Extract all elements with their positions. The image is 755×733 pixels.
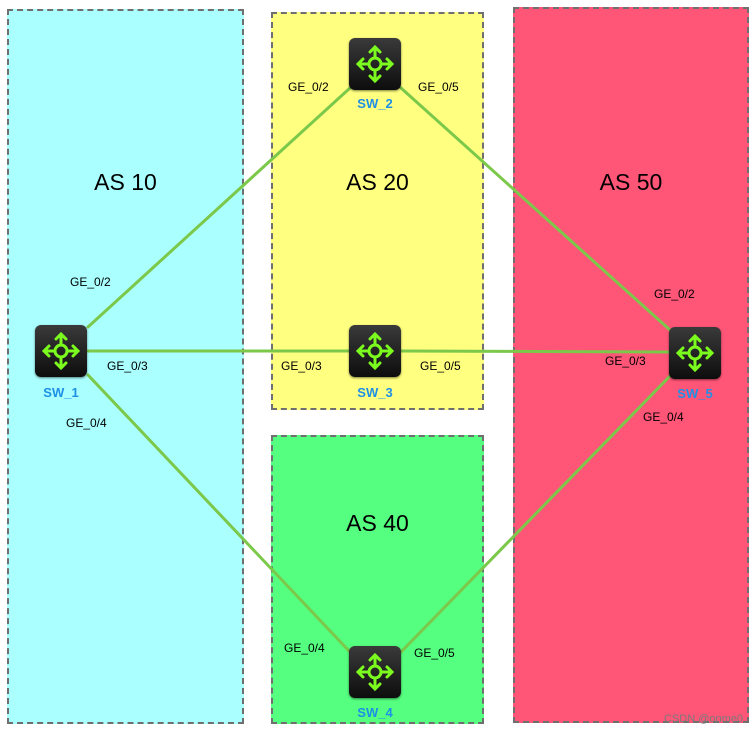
zone-as40-title: AS 40 — [346, 510, 409, 536]
switch-sw3-label: SW_3 — [357, 385, 393, 400]
switch-sw3[interactable] — [349, 325, 401, 377]
switch-sw2-label: SW_2 — [357, 96, 393, 111]
zone-as10-title: AS 10 — [94, 169, 157, 195]
zone-as50-title: AS 50 — [599, 169, 663, 195]
switch-sw5[interactable] — [669, 327, 721, 379]
router-icon — [675, 333, 715, 373]
link-sw1-sw4 — [86, 373, 352, 654]
port-sw5-ge02: GE_0/2 — [654, 287, 695, 301]
link-sw3-sw5 — [399, 349, 672, 354]
switch-sw2[interactable] — [349, 38, 401, 90]
port-sw4-ge04: GE_0/4 — [284, 641, 325, 655]
port-sw3-ge05: GE_0/5 — [420, 359, 461, 373]
port-sw1-ge04: GE_0/4 — [66, 416, 107, 430]
port-sw5-ge03: GE_0/3 — [605, 354, 646, 368]
zone-as20-title: AS 20 — [346, 169, 409, 195]
port-sw2-ge05: GE_0/5 — [418, 80, 459, 94]
router-icon — [41, 331, 81, 371]
port-sw3-ge03: GE_0/3 — [281, 359, 322, 373]
watermark: CSDN @onme0 — [663, 713, 743, 725]
port-sw1-ge02: GE_0/2 — [70, 275, 111, 289]
router-icon — [355, 331, 395, 371]
switch-sw4[interactable] — [349, 646, 401, 698]
port-sw5-ge04: GE_0/4 — [643, 410, 684, 424]
port-sw1-ge03: GE_0/3 — [107, 359, 148, 373]
switch-sw5-label: SW_5 — [677, 386, 713, 401]
link-sw1-sw2 — [86, 86, 352, 329]
switch-sw1[interactable] — [35, 325, 87, 377]
link-sw4-sw5 — [399, 374, 672, 654]
port-sw4-ge05: GE_0/5 — [414, 646, 455, 660]
port-sw2-ge02: GE_0/2 — [288, 80, 329, 94]
router-icon — [355, 44, 395, 84]
link-sw2-sw5 — [399, 86, 672, 332]
router-icon — [355, 652, 395, 692]
switch-sw4-label: SW_4 — [357, 705, 393, 720]
switch-sw1-label: SW_1 — [43, 385, 79, 400]
